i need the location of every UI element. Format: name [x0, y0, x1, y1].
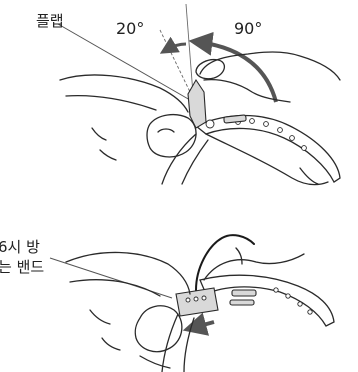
clasp-bottom	[176, 288, 218, 316]
band-slot-bottom-2	[230, 300, 254, 305]
hand-lower-bottom-wrist	[140, 356, 170, 368]
hand-lower-top	[60, 75, 188, 112]
clasp-hole	[194, 297, 198, 301]
hand-lower-top-thumb	[147, 115, 196, 157]
angle-guide-vertical	[186, 4, 193, 94]
push-arrow	[192, 322, 214, 328]
watch-band-bottom	[200, 275, 334, 326]
band-hole	[278, 128, 283, 133]
clasp-pin	[206, 120, 214, 128]
hand-lower-bottom-knuckle-2	[102, 338, 120, 350]
hand-lower-top-nail	[158, 129, 174, 132]
band-hole	[250, 119, 255, 124]
flap-label: 플랩	[36, 12, 64, 30]
band-label-line1: 6시 방	[0, 238, 40, 256]
watch-band-lower-top	[162, 134, 196, 184]
top-figure: 플랩 20° 90°	[36, 4, 340, 185]
hand-lower-top-knuckle-2	[100, 150, 116, 160]
hand-lower-bottom-knuckle	[90, 310, 110, 324]
angle-label-90: 90°	[234, 19, 262, 38]
watch-band-lower-right	[300, 168, 318, 184]
rotation-arrow-large	[198, 42, 276, 102]
band-hole	[264, 122, 269, 127]
hand-upper-top	[200, 52, 340, 80]
band-slot-bottom	[232, 290, 256, 296]
rotation-arrow-small	[166, 44, 186, 50]
clasp-hole	[186, 298, 190, 302]
hand-lower-bottom-2	[70, 280, 160, 296]
clasp-hole	[202, 296, 206, 300]
band-hole	[298, 302, 302, 306]
bottom-figure: 6시 방 는 밴드	[0, 235, 334, 372]
band-hole	[286, 294, 290, 298]
hand-lower-top-knuckle	[92, 128, 106, 140]
band-hole	[290, 136, 295, 141]
watch-band-lower-top-2	[182, 140, 208, 184]
angle-label-20: 20°	[116, 19, 144, 38]
hand-lower-top-2	[66, 96, 156, 110]
band-hole	[302, 146, 307, 151]
angle-guide-20deg	[160, 30, 191, 94]
hand-lower-bottom-thumb	[135, 306, 182, 352]
hand-lower-bottom	[66, 252, 190, 294]
band-label-line2: 는 밴드	[0, 258, 44, 276]
hand-upper-bottom-knuckle	[236, 248, 242, 264]
band-hole	[274, 288, 278, 292]
band-hole	[308, 310, 312, 314]
